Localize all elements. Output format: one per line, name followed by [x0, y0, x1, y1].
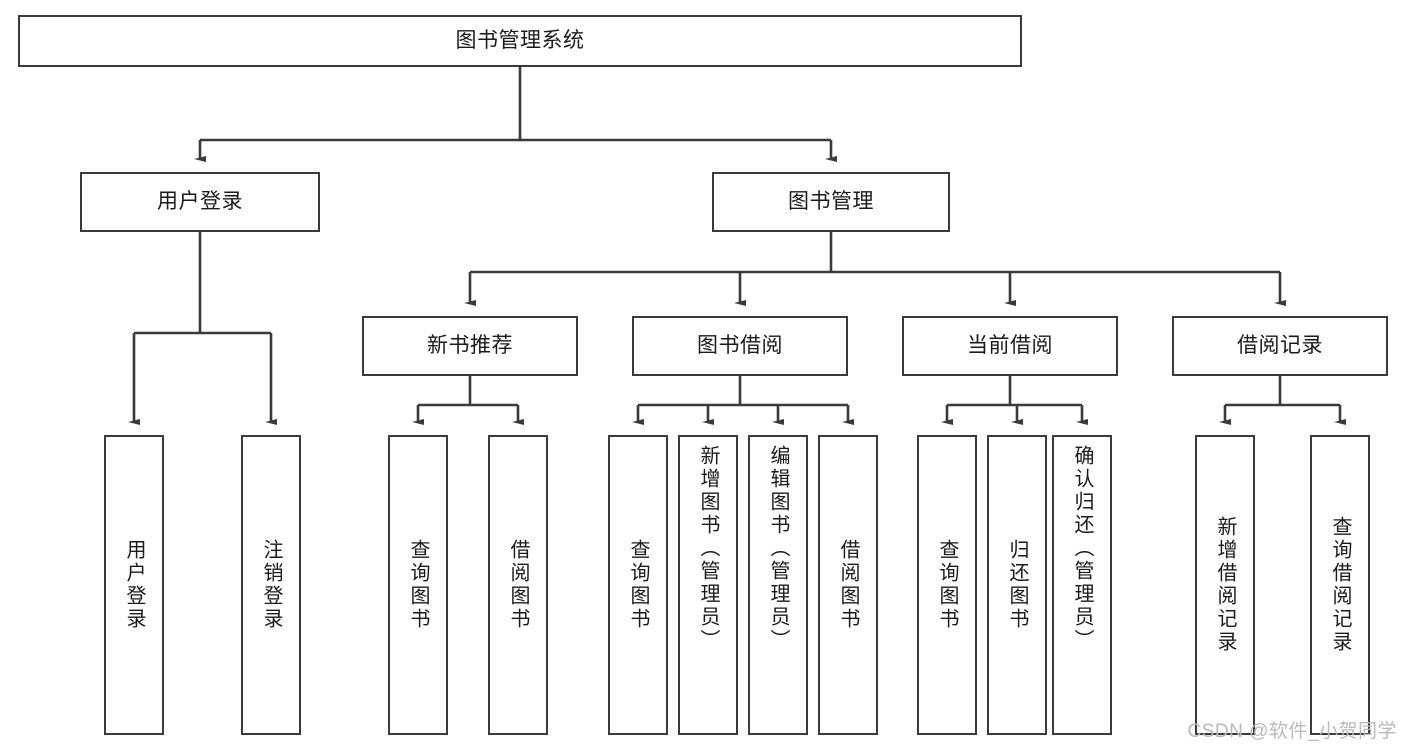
- node-leaf-query-book-3[interactable]: 查询图书: [917, 435, 977, 735]
- node-label: 编辑图书（管理员）: [767, 445, 789, 652]
- node-label: 借阅图书: [837, 539, 859, 631]
- node-leaf-confirm-return[interactable]: 确认归还（管理员）: [1052, 435, 1112, 735]
- edge-group: [128, 67, 1346, 425]
- node-label: 图书借阅: [697, 333, 783, 357]
- node-label: 当前借阅: [967, 333, 1053, 357]
- node-label: 查询图书: [627, 539, 649, 631]
- node-label: 新增图书（管理员）: [697, 445, 719, 652]
- node-label: 用户登录: [123, 539, 145, 631]
- node-label: 借阅记录: [1237, 333, 1323, 357]
- node-label: 确认归还（管理员）: [1071, 445, 1093, 652]
- node-label: 查询借阅记录: [1329, 516, 1351, 654]
- node-new-book-rec[interactable]: 新书推荐: [362, 316, 578, 376]
- node-label: 注销登录: [260, 539, 282, 631]
- node-leaf-add-record[interactable]: 新增借阅记录: [1195, 435, 1255, 735]
- node-book-manage[interactable]: 图书管理: [712, 172, 950, 232]
- node-book-borrow[interactable]: 图书借阅: [632, 316, 848, 376]
- node-leaf-borrow-book-2[interactable]: 借阅图书: [818, 435, 878, 735]
- node-leaf-logout[interactable]: 注销登录: [241, 435, 301, 735]
- node-leaf-return-book[interactable]: 归还图书: [987, 435, 1047, 735]
- node-leaf-query-book-2[interactable]: 查询图书: [608, 435, 668, 735]
- node-current-borrow[interactable]: 当前借阅: [902, 316, 1118, 376]
- node-label: 新书推荐: [427, 333, 513, 357]
- node-user-login[interactable]: 用户登录: [80, 172, 320, 232]
- node-label: 借阅图书: [507, 539, 529, 631]
- node-label: 查询图书: [407, 539, 429, 631]
- node-label: 用户登录: [157, 189, 243, 213]
- node-leaf-add-book[interactable]: 新增图书（管理员）: [678, 435, 738, 735]
- node-label: 新增借阅记录: [1214, 516, 1236, 654]
- node-label: 图书管理系统: [455, 28, 585, 52]
- node-leaf-query-book-1[interactable]: 查询图书: [388, 435, 448, 735]
- node-leaf-user-login[interactable]: 用户登录: [104, 435, 164, 735]
- watermark-text: CSDN @软件_小贺同学: [1187, 721, 1397, 742]
- node-label: 查询图书: [936, 539, 958, 631]
- node-label: 图书管理: [788, 189, 874, 213]
- node-root[interactable]: 图书管理系统: [18, 15, 1022, 67]
- node-leaf-query-record[interactable]: 查询借阅记录: [1310, 435, 1370, 735]
- node-label: 归还图书: [1006, 539, 1028, 631]
- node-leaf-borrow-book-1[interactable]: 借阅图书: [488, 435, 548, 735]
- node-leaf-edit-book[interactable]: 编辑图书（管理员）: [748, 435, 808, 735]
- node-borrow-record[interactable]: 借阅记录: [1172, 316, 1388, 376]
